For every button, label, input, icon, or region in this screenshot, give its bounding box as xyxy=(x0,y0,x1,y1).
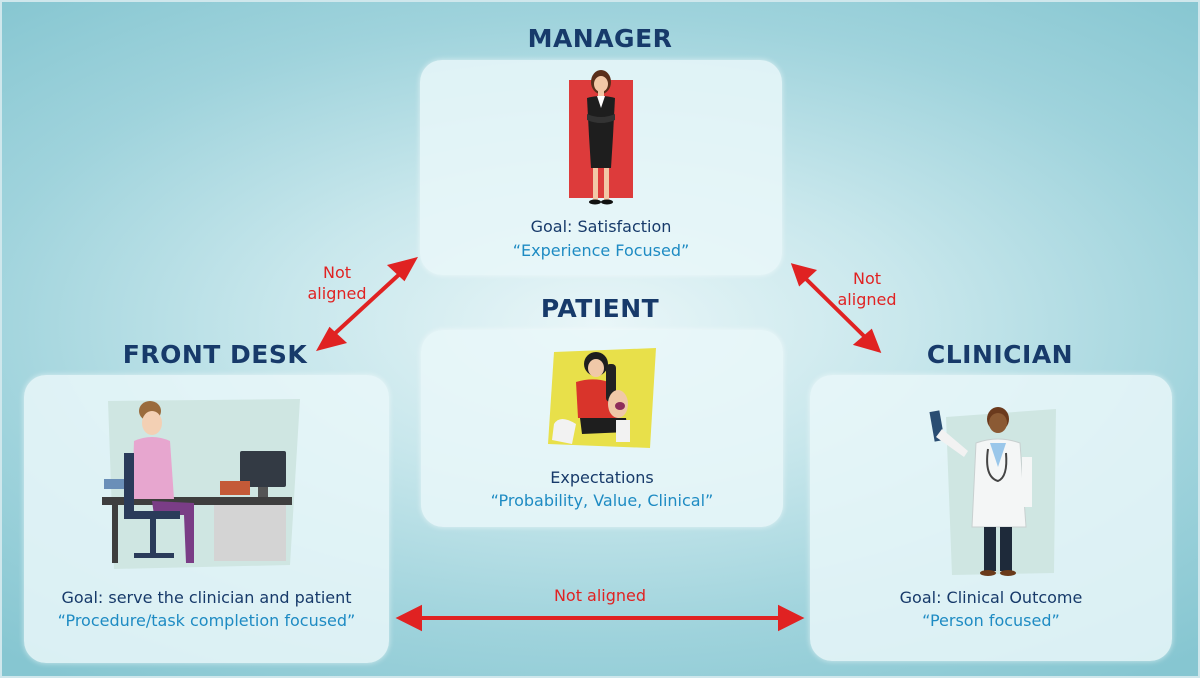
clinician-illustration xyxy=(929,407,1056,576)
manager-illustration xyxy=(569,70,633,205)
front-desk-illustration xyxy=(102,399,300,569)
clinician-goal: Goal: Clinical Outcome xyxy=(899,588,1083,607)
patient-card: Expectations “Probability, Value, Clinic… xyxy=(421,330,783,527)
clinician-focus: “Person focused” xyxy=(922,611,1060,630)
front-desk-card: Goal: serve the clinician and patient “P… xyxy=(24,375,389,663)
patient-heading: PATIENT xyxy=(540,294,660,323)
clinician-card: Goal: Clinical Outcome “Person focused” xyxy=(810,375,1172,661)
right-arrow xyxy=(801,274,870,342)
patient-goal: Expectations xyxy=(550,468,654,487)
front-desk-goal: Goal: serve the clinician and patient xyxy=(61,588,352,607)
left-relation-label: Not aligned xyxy=(307,263,367,303)
manager-heading: MANAGER xyxy=(527,24,673,53)
manager-goal: Goal: Satisfaction xyxy=(530,217,672,236)
bottom-relation-label: Not aligned xyxy=(553,586,647,605)
right-relation-label: Not aligned xyxy=(837,269,897,309)
clinician-heading: CLINICIAN xyxy=(926,340,1074,369)
patient-focus: “Probability, Value, Clinical” xyxy=(490,491,714,510)
front-desk-focus: “Procedure/task completion focused” xyxy=(57,611,356,630)
left-arrow xyxy=(328,268,406,340)
front-desk-heading: FRONT DESK xyxy=(122,340,308,369)
manager-card: Goal: Satisfaction “Experience Focused” xyxy=(420,60,782,275)
manager-focus: “Experience Focused” xyxy=(512,241,690,260)
patient-illustration xyxy=(548,348,656,448)
